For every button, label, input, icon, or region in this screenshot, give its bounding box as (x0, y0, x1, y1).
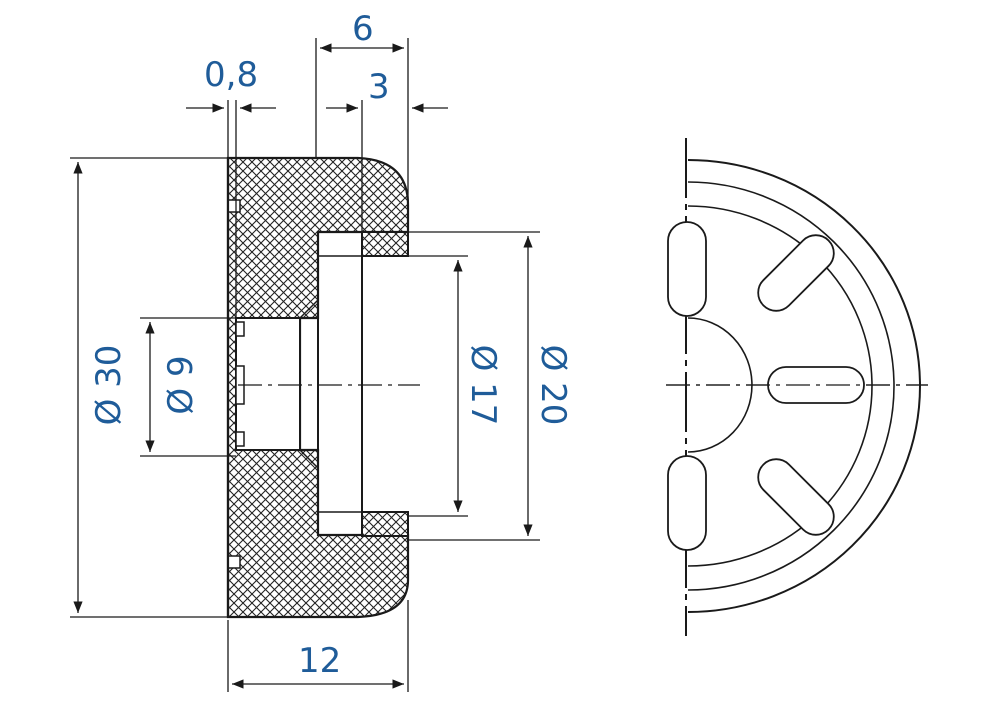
left-face-notch-bottom (227, 555, 241, 569)
dim-label-0-8: 0,8 (204, 55, 258, 95)
slot-lower (757, 458, 835, 536)
dim-label-6: 6 (352, 9, 374, 49)
dim-label-dia-9: Ø 9 (161, 355, 201, 414)
dim-label-12: 12 (298, 641, 341, 681)
rim-arc-3 (687, 205, 873, 567)
outer-rim-arc (687, 159, 921, 613)
inner-step-bottom (361, 511, 409, 537)
section-view (226, 156, 420, 619)
dim-label-3: 3 (368, 67, 390, 107)
dimension-lines (70, 38, 540, 692)
slot-left-top (667, 221, 707, 317)
inner-step-top (361, 231, 409, 257)
dim-label-dia-20: Ø 20 (533, 345, 573, 426)
left-face-notch-top (227, 199, 241, 213)
rim-arc-2 (687, 181, 895, 591)
bore-rib-1 (235, 321, 245, 337)
dim-label-dia-30: Ø 30 (89, 345, 129, 426)
spoke-slots (667, 221, 865, 551)
dim-label-dia-17: Ø 17 (463, 345, 503, 426)
bore-rib-3 (235, 431, 245, 447)
slot-upper (757, 234, 835, 312)
side-view (666, 138, 928, 636)
bore-area (235, 317, 301, 451)
slot-left-bottom (667, 455, 707, 551)
dimension-labels: 0,8 6 3 Ø 30 Ø 9 Ø 17 Ø 20 12 (89, 9, 573, 681)
